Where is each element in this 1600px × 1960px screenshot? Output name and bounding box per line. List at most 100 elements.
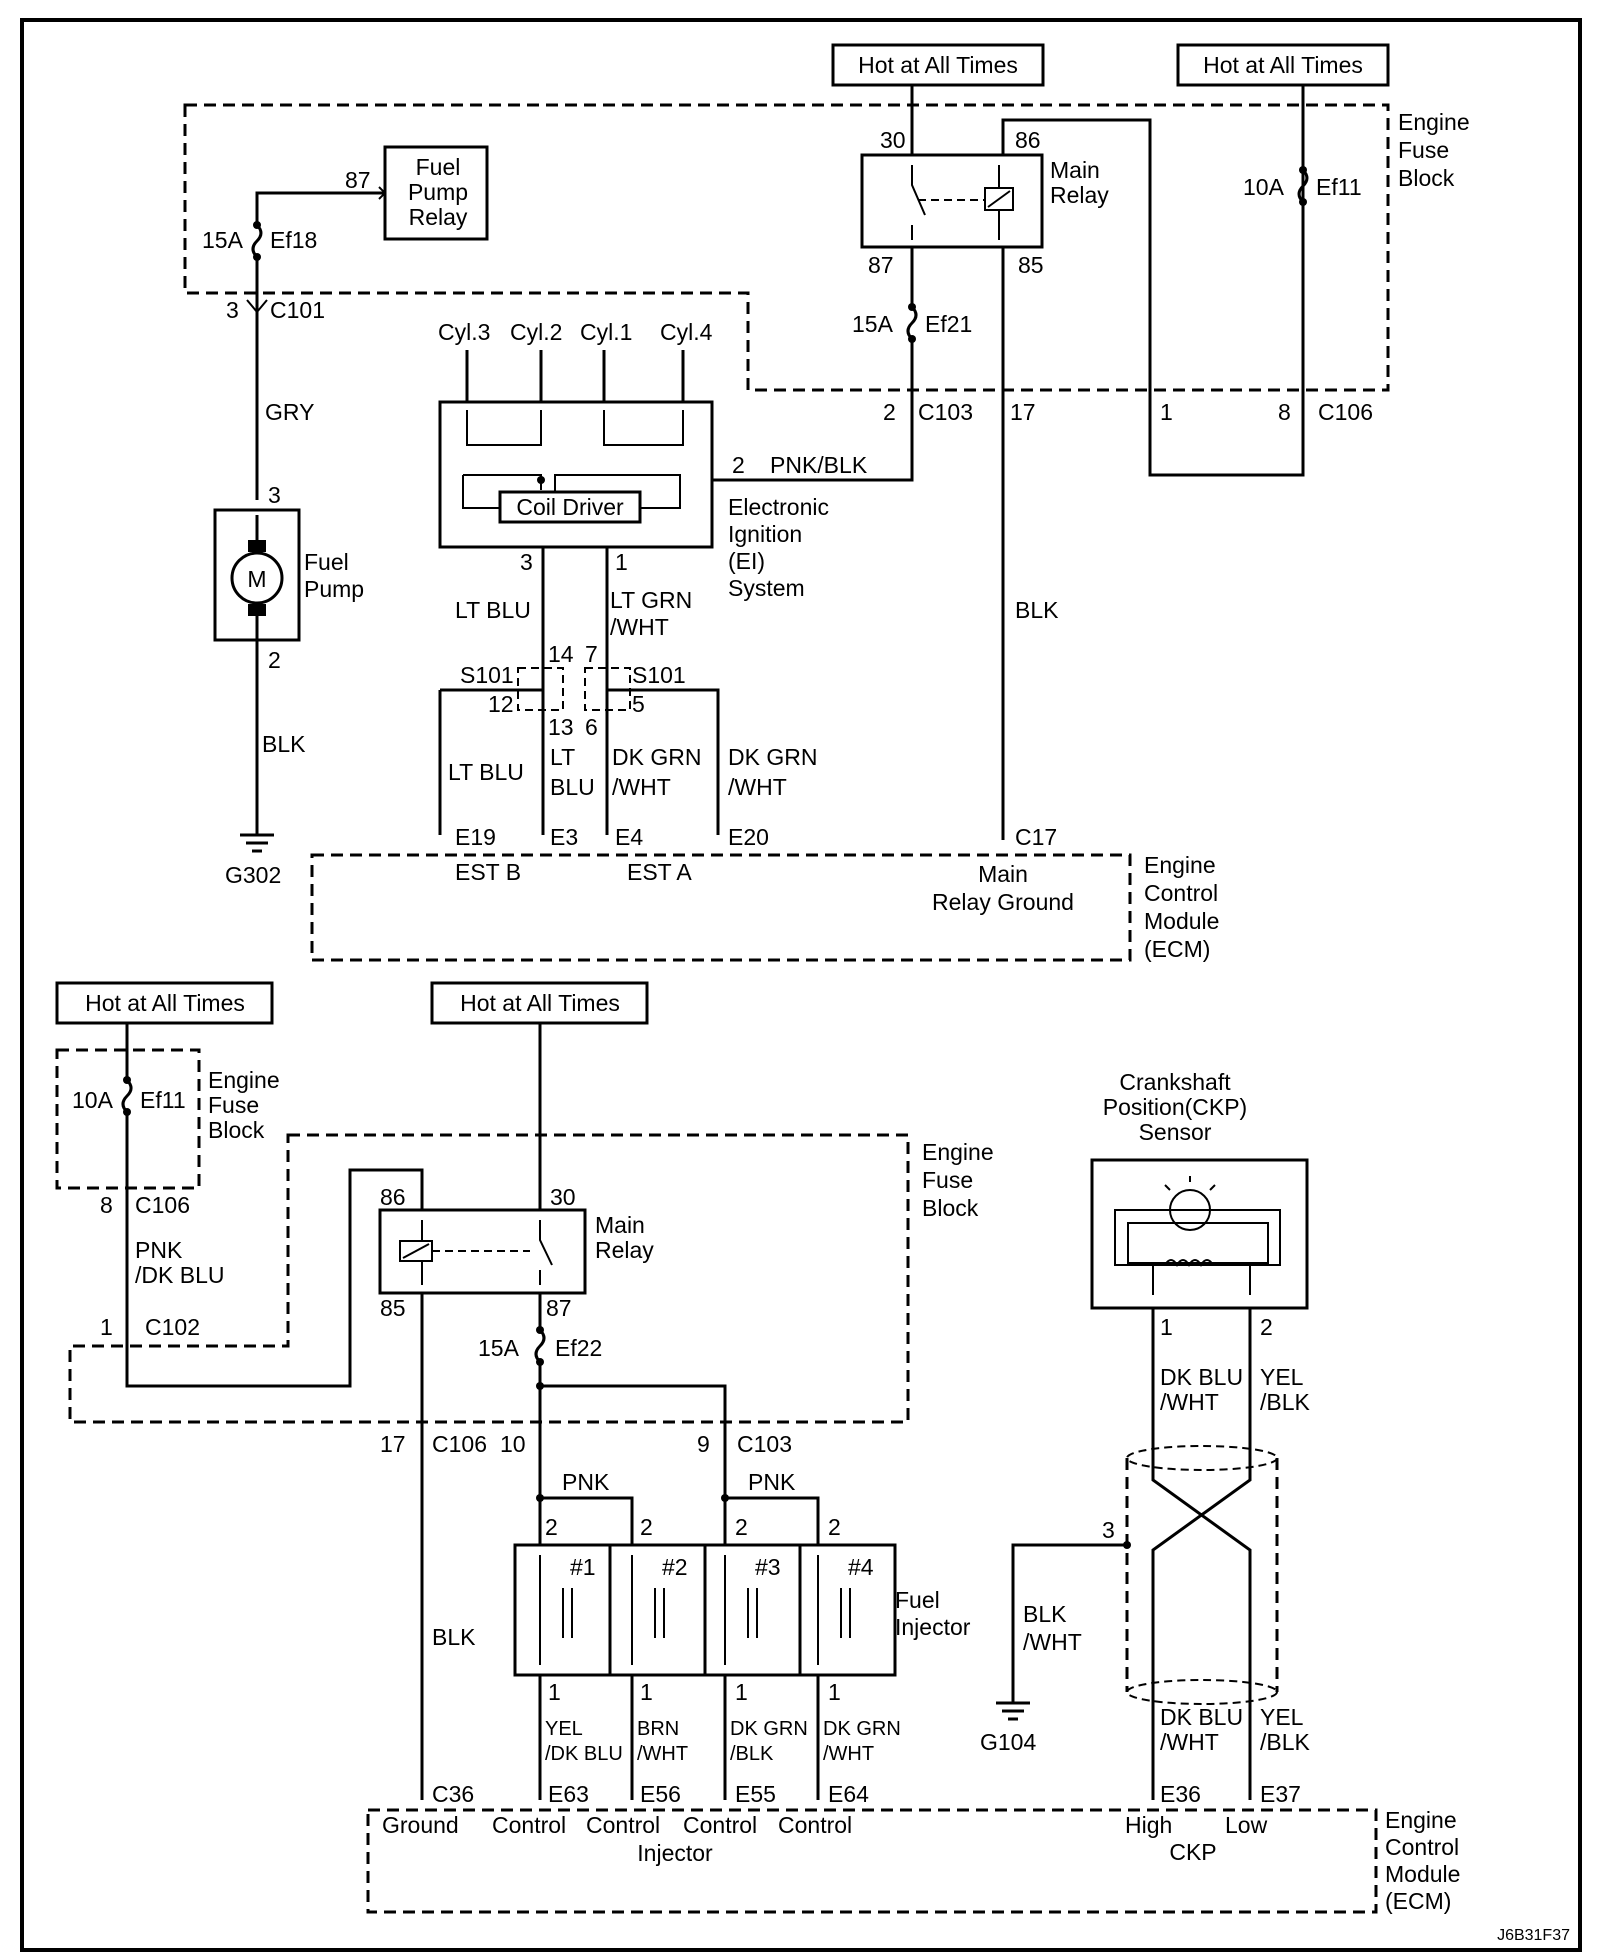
fpr-label-2: Pump [408, 179, 468, 205]
fuel-pump-label-1: Fuel [304, 549, 349, 575]
inj2-label: #2 [662, 1554, 688, 1580]
wire-lt-blu-c-2: BLU [550, 774, 595, 800]
ecm-top-label-1: Engine [1144, 852, 1216, 878]
c102-label: C102 [145, 1314, 200, 1340]
ei-label-4: System [728, 575, 805, 601]
bottom-diagram: Hot at All Times Hot at All Times 10A Ef… [55, 981, 1570, 1944]
ei-pin-1: 1 [615, 549, 628, 575]
cable-shield [1125, 1458, 1279, 1692]
wire-pnk-dk-blu-1: PNK [135, 1237, 183, 1263]
fuel-injectors: 2 2 2 2 #1 #2 #3 #4 1 1 1 1 [513, 1514, 897, 1705]
wire-pnk-blk: PNK/BLK [770, 452, 868, 478]
ckp-pin-1: 1 [1160, 1314, 1173, 1340]
relay-pin-30: 30 [880, 127, 906, 153]
s101-a-label: S101 [460, 662, 514, 688]
g104-label: G104 [980, 1729, 1036, 1755]
c106-pin-8: 8 [1278, 399, 1291, 425]
low-label: Low [1225, 1812, 1268, 1838]
pin-e63: E63 [548, 1781, 589, 1807]
pin-10: 10 [500, 1431, 526, 1457]
pin-e4: E4 [615, 824, 643, 850]
relay-b-pin-30: 30 [550, 1184, 576, 1210]
wire-lt-grn-wht-2: /WHT [610, 614, 669, 640]
ckp-pin-2: 2 [1260, 1314, 1273, 1340]
ecm-top-label-2: Control [1144, 880, 1218, 906]
coil-driver-label: Coil Driver [516, 494, 624, 520]
wire-blk-wht-2: /WHT [1023, 1629, 1082, 1655]
main-relay-label-1: Main [1050, 157, 1100, 183]
inj3-pin-2: 2 [735, 1514, 748, 1540]
c103-label: C103 [918, 399, 973, 425]
ground-g104-icon [996, 1701, 1030, 1721]
wire-pnk-1: PNK [562, 1469, 610, 1495]
pin-e20: E20 [728, 824, 769, 850]
pin-e56: E56 [640, 1781, 681, 1807]
pin-e37: E37 [1260, 1781, 1301, 1807]
c106-label: C106 [1318, 399, 1373, 425]
wire-blk-pump: BLK [262, 731, 306, 757]
main-relay-b-1: Main [595, 1212, 645, 1238]
ecm-b-label-4: (ECM) [1385, 1888, 1451, 1914]
ignition-coils-icon [466, 410, 684, 446]
c106b-pin-8: 8 [100, 1192, 113, 1218]
fuel-pump-relay-box [383, 145, 489, 241]
ef22-amp: 15A [478, 1335, 520, 1361]
pin-e64: E64 [828, 1781, 869, 1807]
ei-label-3: (EI) [728, 548, 765, 574]
ground-g302-icon [240, 833, 274, 853]
wire-dk-grn-wht-b-1: DK GRN [728, 744, 817, 770]
control-2: Control [586, 1812, 660, 1838]
fpr-label-3: Relay [409, 204, 468, 230]
ckp-reluctor-icon [1169, 1189, 1211, 1231]
fuse-block-label-2: Fuse [1398, 137, 1449, 163]
splice-pin-14: 14 [548, 641, 574, 667]
wire-dk-blu-wht-2: /WHT [1160, 1389, 1219, 1415]
motor-icon [230, 551, 284, 605]
ckp-sensor-3: Sensor [1139, 1119, 1212, 1145]
w4-2: /WHT [823, 1743, 874, 1765]
s101-b-label: S101 [632, 662, 686, 688]
w3-1: DK GRN [730, 1718, 808, 1740]
inj4-label: #4 [848, 1554, 874, 1580]
relay-pin-87: 87 [868, 252, 894, 278]
outer-frame [20, 18, 1582, 1952]
splice-pin-6: 6 [585, 714, 598, 740]
wire-pnk-2: PNK [748, 1469, 796, 1495]
est-b-label: EST B [455, 859, 521, 885]
wire-blk-wht-1: BLK [1023, 1601, 1067, 1627]
ecm-top-label-3: Module [1144, 908, 1219, 934]
wire-lt-blu-b: LT BLU [448, 759, 524, 785]
ecm-b-label-3: Module [1385, 1861, 1460, 1887]
hot-label-4: Hot at All Times [460, 990, 620, 1016]
injector-4-box [798, 1543, 897, 1677]
ef11-amp: 10A [1243, 174, 1285, 200]
ef11-label: Ef11 [1316, 174, 1362, 200]
hot-at-all-times-box-1 [831, 43, 1045, 87]
w2-1: BRN [637, 1718, 679, 1740]
wire-dk-grn-wht-a-2: /WHT [612, 774, 671, 800]
inj2-pin-2: 2 [640, 1514, 653, 1540]
wire-dk-grn-wht-a-1: DK GRN [612, 744, 701, 770]
c106c-label: C106 [432, 1431, 487, 1457]
hot-label-2: Hot at All Times [1203, 52, 1363, 78]
main-relay-ground-1: Main [978, 861, 1028, 887]
wire-lt-grn-wht-1: LT GRN [610, 587, 692, 613]
ef21-amp: 15A [852, 311, 894, 337]
wire-dk-grn-wht-b-2: /WHT [728, 774, 787, 800]
w1-2: /DK BLU [545, 1743, 623, 1765]
pump-pin-3: 3 [268, 482, 281, 508]
fuse-block-bottom-outline [68, 1133, 910, 1424]
ei-label-1: Electronic [728, 494, 829, 520]
splice-pin-5: 5 [632, 691, 645, 717]
inj3-pin-1: 1 [735, 1679, 748, 1705]
fuse-block-b-1: Engine [922, 1139, 994, 1165]
w4-1: DK GRN [823, 1718, 901, 1740]
control-4: Control [778, 1812, 852, 1838]
c102-pin: 1 [100, 1314, 113, 1340]
splice-pin-13: 13 [548, 714, 574, 740]
c106-pin-17: 17 [1010, 399, 1036, 425]
main-relay-b-2: Relay [595, 1237, 654, 1263]
inj2-pin-1: 1 [640, 1679, 653, 1705]
inj4-pin-2: 2 [828, 1514, 841, 1540]
ckp-label: CKP [1169, 1839, 1216, 1865]
